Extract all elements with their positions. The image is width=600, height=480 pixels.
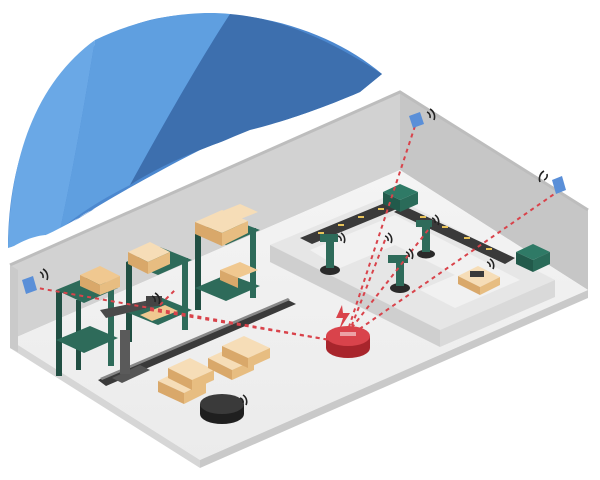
umbrella-icon [8, 13, 385, 250]
track-robot-arm [100, 296, 178, 383]
package-box [458, 266, 500, 295]
wifi-icon [39, 108, 548, 406]
mobile-robot [326, 305, 370, 358]
sensor-icon [22, 112, 566, 294]
floor-boxes [158, 336, 270, 404]
signal-lines [31, 125, 561, 341]
lightning-icon [336, 305, 350, 330]
roomba-icon [200, 394, 244, 424]
robot-arm-icon [320, 220, 435, 293]
floor-track [98, 298, 296, 386]
